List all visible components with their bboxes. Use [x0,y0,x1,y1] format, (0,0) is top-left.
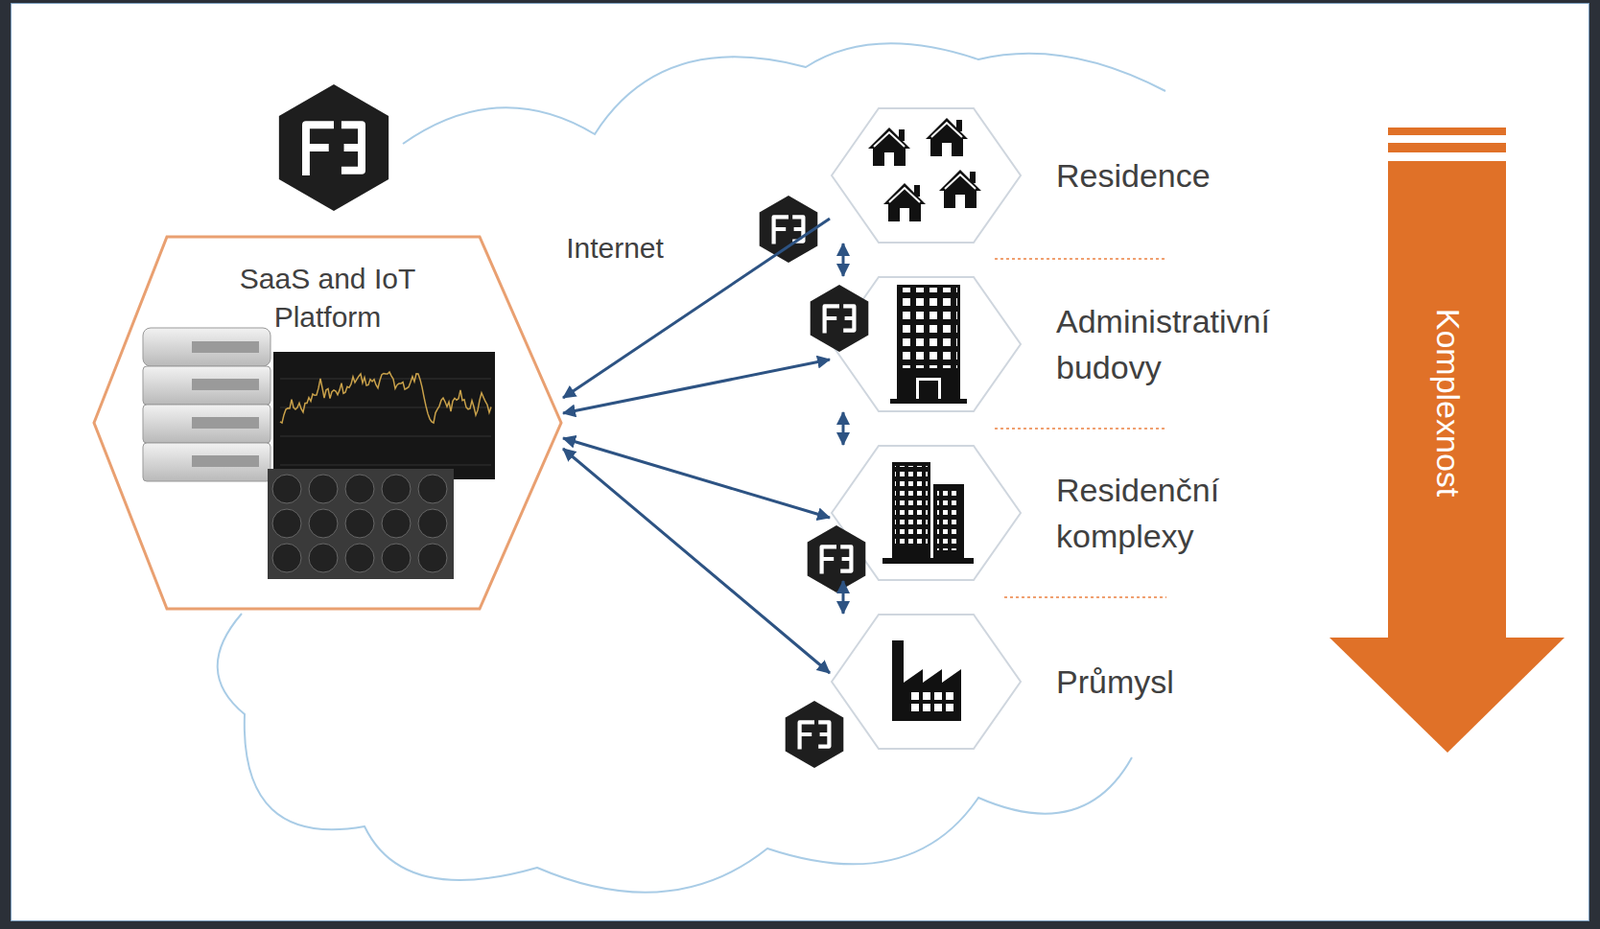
axis-label: Komplexnost [1429,308,1467,498]
complexity-arrow [1329,127,1565,753]
server-stack [142,328,271,482]
connector-arrow [842,243,846,277]
houses-icon [868,117,982,222]
segment-node: Průmysl [831,614,1312,750]
connector-arrow [842,412,846,446]
connector-arrow [563,218,830,399]
segment-label: Administrativní budovy [1056,298,1319,391]
cloud-outline [217,43,1166,893]
segment-label: Residence [1056,152,1211,199]
segment-label: Průmysl [1056,658,1175,706]
connector-arrow [842,581,846,614]
connector-arrow [563,448,830,674]
factory-icon [892,640,962,722]
residential-complex-icon [882,462,974,565]
segment-hexagons [831,108,1021,750]
connector-arrow [563,438,830,518]
segment-node: Residence [831,108,1312,243]
segment-label: Residenční komplexy [1056,467,1319,560]
platform-node: SaaS and IoT Platform [94,236,562,610]
connector-arrow [563,359,830,414]
segment-node: Administrativní budovy [831,277,1319,412]
office-building-icon [890,284,967,404]
segment-node: Residenční komplexy [831,446,1319,581]
meter-panel [267,469,454,580]
f3-logo [279,84,869,769]
network-label: Internet [565,232,664,265]
chart-panel [273,352,495,480]
platform-hexagon [94,236,562,610]
platform-title: SaaS and IoT Platform [208,236,448,337]
